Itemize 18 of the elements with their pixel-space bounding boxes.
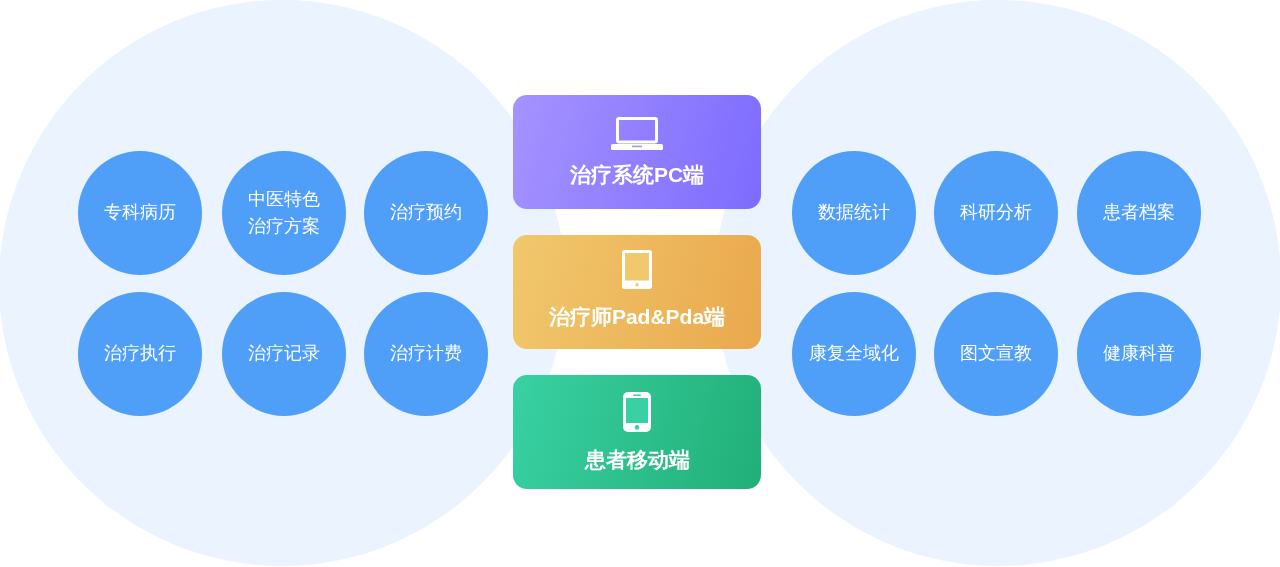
circle-label: 专科病历 bbox=[104, 201, 176, 225]
circle-label: 治疗记录 bbox=[248, 342, 320, 366]
circle-label: 康复全域化 bbox=[809, 342, 899, 366]
circle-label: 治疗计费 bbox=[390, 342, 462, 366]
card-title: 治疗系统PC端 bbox=[569, 162, 705, 188]
circle-label: 数据统计 bbox=[818, 201, 890, 225]
circle-label: 图文宣教 bbox=[960, 342, 1032, 366]
platform-card bbox=[513, 95, 761, 209]
circle-label: 中医特色治疗方案 bbox=[247, 187, 321, 238]
platform-card bbox=[513, 235, 761, 349]
circle-label: 健康科普 bbox=[1103, 342, 1175, 366]
circle-label: 患者档案 bbox=[1103, 201, 1175, 225]
circle-label: 治疗执行 bbox=[104, 342, 176, 366]
circle-label: 科研分析 bbox=[960, 201, 1032, 225]
card-title: 患者移动端 bbox=[584, 447, 690, 473]
platform-card bbox=[513, 375, 761, 489]
circle-label: 治疗预约 bbox=[390, 201, 462, 225]
card-title: 治疗师Pad&Pda端 bbox=[548, 304, 726, 330]
